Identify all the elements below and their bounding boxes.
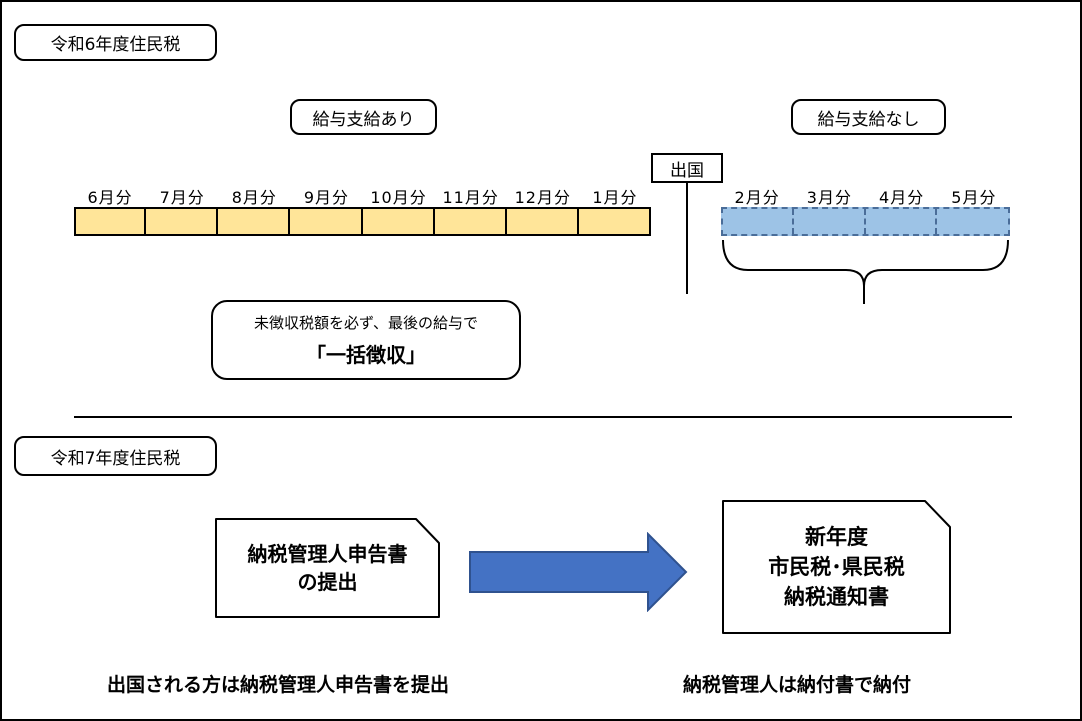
paid-month-cell xyxy=(360,207,435,236)
note-line1: 未徴収税額を必ず、最後の給与で xyxy=(254,314,478,332)
unpaid-month-label: 4月分 xyxy=(879,188,925,207)
unpaid-month-cell xyxy=(936,209,1008,234)
departure-line xyxy=(686,182,688,294)
paid-month-label: 11月分 xyxy=(442,188,499,207)
paid-month-cell xyxy=(288,207,363,236)
right-arrow-icon xyxy=(469,532,688,612)
paid-month-cell xyxy=(74,207,147,236)
paid-month-label: 9月分 xyxy=(303,188,350,207)
tax-notice-document-icon xyxy=(722,500,951,634)
paid-month-cell xyxy=(144,207,219,236)
pay-without-label: 給与支給なし xyxy=(791,99,946,135)
paid-month-cell xyxy=(432,207,507,236)
section-divider xyxy=(74,416,1012,418)
unpaid-months-bar xyxy=(721,207,1010,236)
declaration-document-line: の提出 xyxy=(297,570,358,594)
caption-right: 納税管理人は納付書で納付 xyxy=(683,674,912,696)
paid-month-cell xyxy=(576,207,651,236)
paid-month-label: 8月分 xyxy=(231,188,277,207)
unpaid-month-label: 5月分 xyxy=(951,188,997,207)
unpaid-month-cell xyxy=(794,209,866,234)
paid-month-label: 6月分 xyxy=(87,188,133,207)
declaration-document-line: 納税管理人申告書 xyxy=(247,542,408,566)
paid-month-cell xyxy=(216,207,291,236)
paid-month-label: 1月分 xyxy=(592,188,638,207)
unpaid-month-label: 3月分 xyxy=(806,188,852,207)
tax-notice-document: 新年度市民税･県民税納税通知書 xyxy=(721,499,952,635)
paid-months-bar xyxy=(74,207,653,236)
note-line2: 「一括徴収」 xyxy=(306,343,426,367)
tax-notice-document-line: 新年度 xyxy=(805,525,868,549)
tax-notice-document-line: 市民税･県民税 xyxy=(768,555,905,579)
declaration-document: 納税管理人申告書の提出 xyxy=(214,517,441,619)
brace-icon xyxy=(722,239,1009,304)
caption-left: 出国される方は納税管理人申告書を提出 xyxy=(107,674,450,696)
r7-year-label: 令和7年度住民税 xyxy=(14,436,217,476)
unpaid-month-cell xyxy=(865,209,937,234)
unpaid-month-label: 2月分 xyxy=(734,188,780,207)
lump-sum-note: 未徴収税額を必ず、最後の給与で 「一括徴収」 xyxy=(211,300,521,380)
months-unpaid-labels: 2月分 3月分 4月分 5月分 xyxy=(721,184,1010,208)
paid-month-label: 12月分 xyxy=(514,188,571,207)
tax-notice-document-line: 納税通知書 xyxy=(784,585,889,609)
departure-label: 出国 xyxy=(651,153,723,183)
months-paid-labels: 6月分 7月分 8月分 9月分 10月分 11月分 12月分 1月分 xyxy=(74,184,651,208)
paid-month-label: 7月分 xyxy=(159,188,205,207)
paid-month-label: 10月分 xyxy=(370,188,427,207)
declaration-document-icon xyxy=(215,518,440,618)
paid-month-cell xyxy=(504,207,579,236)
r6-year-label: 令和6年度住民税 xyxy=(14,24,217,61)
pay-with-label: 給与支給あり xyxy=(290,99,437,135)
unpaid-month-cell xyxy=(723,209,795,234)
